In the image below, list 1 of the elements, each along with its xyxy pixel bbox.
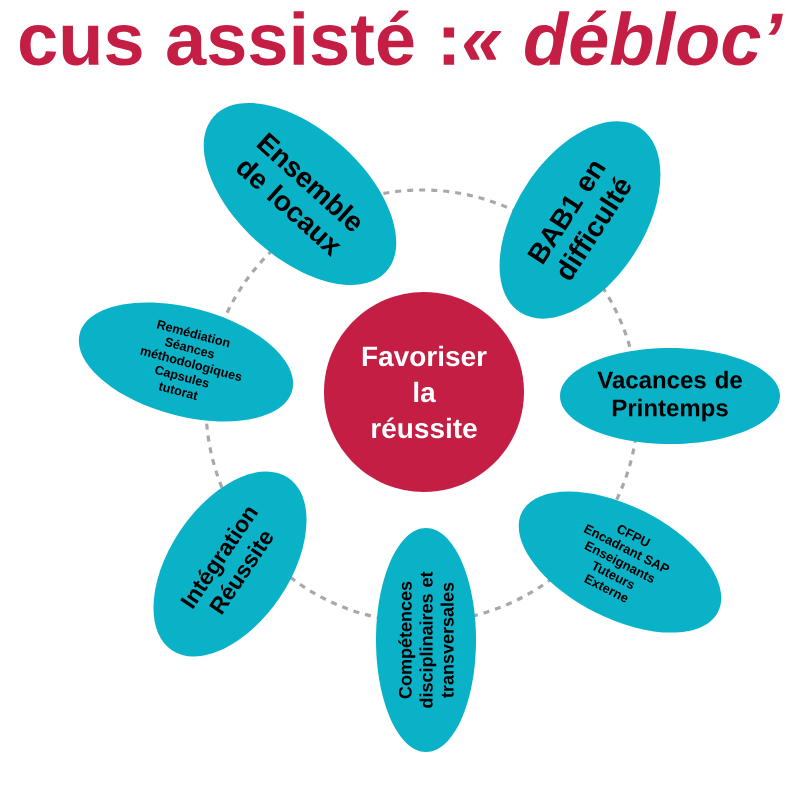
title: cus assisté :« débloc’ <box>19 10 783 66</box>
